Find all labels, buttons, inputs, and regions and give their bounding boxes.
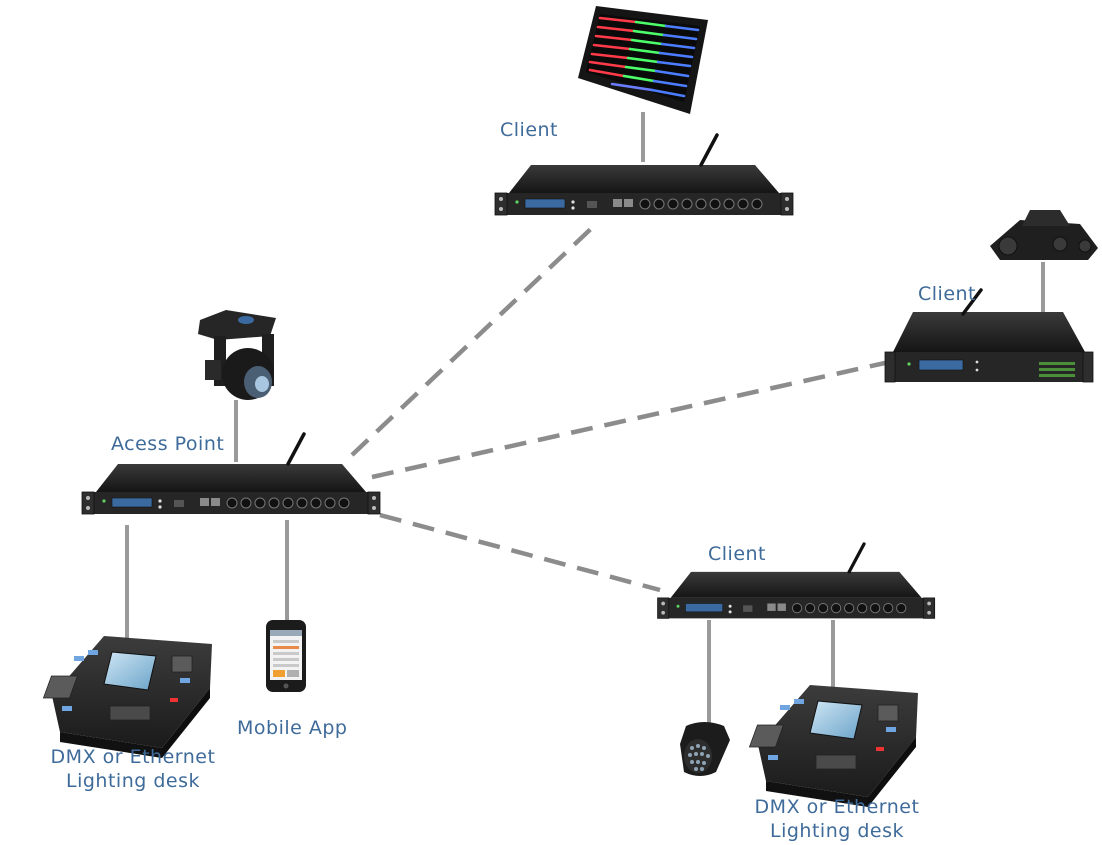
wireless-link-to-bottom-client (379, 512, 661, 593)
desk-right-label: DMX or Ethernet Lighting desk (742, 795, 932, 843)
lighting-desk-icon (748, 684, 919, 808)
rack-node-icon (655, 542, 937, 620)
desk-right-label-line1: DMX or Ethernet (754, 796, 920, 818)
wall-panel-led-icon (578, 6, 708, 114)
wireless-link-to-top-client (350, 223, 597, 457)
rack-node-icon (883, 288, 1095, 384)
wired-links (125, 112, 1045, 725)
wireless-link-to-right-client (371, 360, 886, 480)
lighting-desk-icon (42, 635, 213, 759)
par-can-icon (680, 722, 730, 776)
desk-left-label: DMX or Ethernet Lighting desk (38, 745, 228, 793)
access-point-label: Acess Point (111, 433, 225, 455)
wireless-links (350, 223, 886, 593)
desk-left-label-line2: Lighting desk (66, 770, 200, 792)
desk-left-label-line1: DMX or Ethernet (50, 746, 216, 768)
mobile-app-label: Mobile App (237, 717, 348, 739)
client-label-right: Client (918, 283, 977, 305)
derby-light-icon (990, 210, 1098, 260)
client-label-top: Client (500, 119, 559, 141)
moving-head-icon (198, 310, 276, 400)
smartphone-icon (266, 620, 306, 692)
client-label-bottom: Client (708, 543, 767, 565)
desk-right-label-line2: Lighting desk (770, 820, 904, 842)
